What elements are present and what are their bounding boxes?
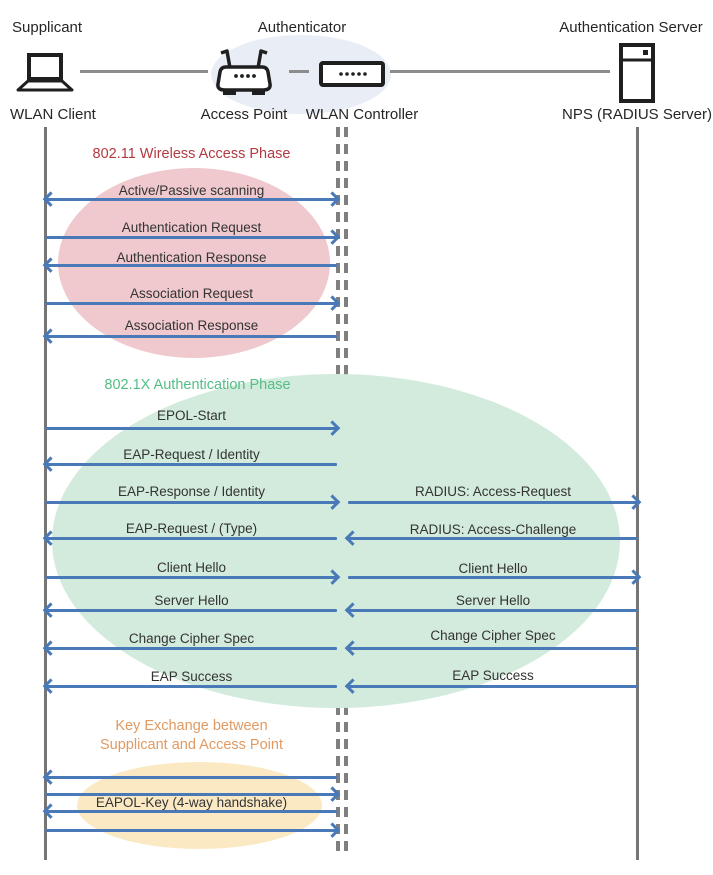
message-arrow [348, 685, 638, 688]
phase-title-key-exchange-line2: Supplicant and Access Point [100, 737, 283, 753]
message-arrow [46, 810, 337, 813]
message-arrow [46, 463, 337, 466]
connector-client-ap [80, 70, 208, 73]
message-label: EAPOL-Key (4-way handshake) [95, 795, 288, 810]
message-arrow [46, 198, 337, 201]
message-label: EAP Success [452, 668, 534, 683]
message-label: EAP-Request / Identity [123, 447, 260, 462]
lifeline-wlan-client [44, 127, 47, 860]
message-arrow [348, 647, 638, 650]
message-arrow [348, 537, 638, 540]
connector-ap-controller [289, 70, 309, 73]
message-arrow [46, 647, 337, 650]
device-label-nps-radius-server: NPS (RADIUS Server) [561, 106, 713, 123]
message-arrow [46, 427, 337, 430]
message-label: RADIUS: Access-Challenge [409, 522, 577, 537]
device-label-wlan-controller: WLAN Controller [305, 106, 419, 123]
message-label: RADIUS: Access-Request [414, 484, 572, 499]
phase-title-key-exchange: Key Exchange between Supplicant and Acce… [46, 717, 337, 755]
phase-title-8021x-auth: 802.1X Authentication Phase [104, 377, 291, 393]
device-label-access-point: Access Point [200, 106, 288, 123]
message-label: EAP Success [150, 669, 233, 684]
message-arrow [46, 685, 337, 688]
message-label: Active/Passive scanning [118, 183, 265, 198]
message-label: Server Hello [455, 593, 531, 608]
message-arrow [46, 236, 337, 239]
message-label: Server Hello [154, 593, 229, 608]
message-arrow [46, 829, 337, 832]
message-label: Change Cipher Spec [128, 631, 255, 646]
message-label: Association Response [124, 318, 259, 333]
server-icon [619, 43, 655, 103]
role-label-authentication-server: Authentication Server [559, 19, 703, 36]
wlan-controller-icon [319, 61, 385, 87]
laptop-icon [16, 53, 74, 92]
message-arrow [46, 537, 337, 540]
message-arrow [348, 609, 638, 612]
message-arrow [348, 501, 638, 504]
message-label: EPOL-Start [156, 408, 227, 423]
message-label: Authentication Request [121, 220, 262, 235]
message-arrow [46, 335, 337, 338]
device-label-wlan-client: WLAN Client [10, 106, 96, 123]
message-arrow [46, 264, 337, 267]
message-arrow [46, 793, 337, 796]
role-label-supplicant: Supplicant [12, 19, 83, 36]
message-arrow [46, 776, 337, 779]
message-arrow [46, 302, 337, 305]
connector-controller-server [390, 70, 610, 73]
message-label: Change Cipher Spec [430, 628, 556, 643]
lifeline-nps-server [636, 127, 639, 860]
message-label: Client Hello [458, 561, 528, 576]
message-arrow [348, 576, 638, 579]
message-label: Authentication Response [116, 250, 267, 265]
message-arrow [46, 576, 337, 579]
message-label: EAP-Response / Identity [117, 484, 266, 499]
message-arrow [46, 501, 337, 504]
message-label: Association Request [129, 286, 254, 301]
message-arrow [46, 609, 337, 612]
phase-title-wireless-access: 802.11 Wireless Access Phase [92, 146, 291, 162]
message-label: Client Hello [156, 560, 227, 575]
message-label: EAP-Request / (Type) [125, 521, 258, 536]
role-label-authenticator: Authenticator [257, 19, 347, 36]
access-point-icon [216, 49, 272, 95]
phase-title-key-exchange-line1: Key Exchange between [115, 718, 268, 734]
